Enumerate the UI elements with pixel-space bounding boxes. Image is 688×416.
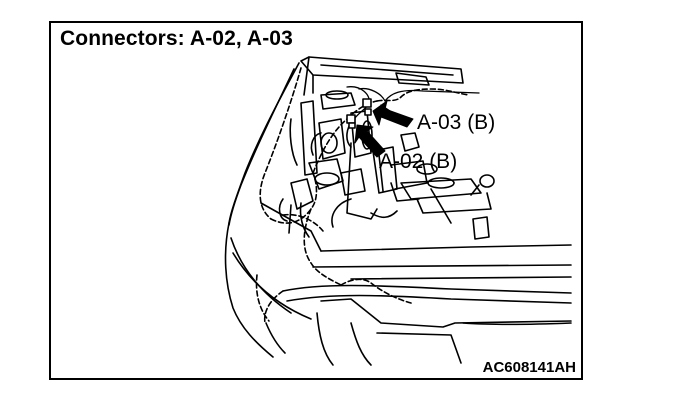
engine-bay-illustration: [224, 56, 572, 366]
front-bumper: [265, 284, 572, 366]
callout-arrow-a03: [372, 100, 414, 128]
diagram-title: Connectors: A-02, A-03: [60, 27, 293, 50]
connector-a02-body: [346, 114, 356, 129]
figure-code: AC608141AH: [482, 359, 576, 376]
callout-label-a02: A-02 (B): [379, 150, 458, 173]
diagram-frame: Connectors: A-02, A-03: [49, 21, 583, 380]
engine-components: [278, 90, 495, 240]
callout-arrow-a02: [354, 124, 386, 158]
raised-hood: [300, 56, 464, 96]
connector-a03-body: [362, 98, 372, 116]
vehicle-body-outline: [224, 62, 572, 358]
callout-label-a03: A-03 (B): [417, 111, 496, 134]
